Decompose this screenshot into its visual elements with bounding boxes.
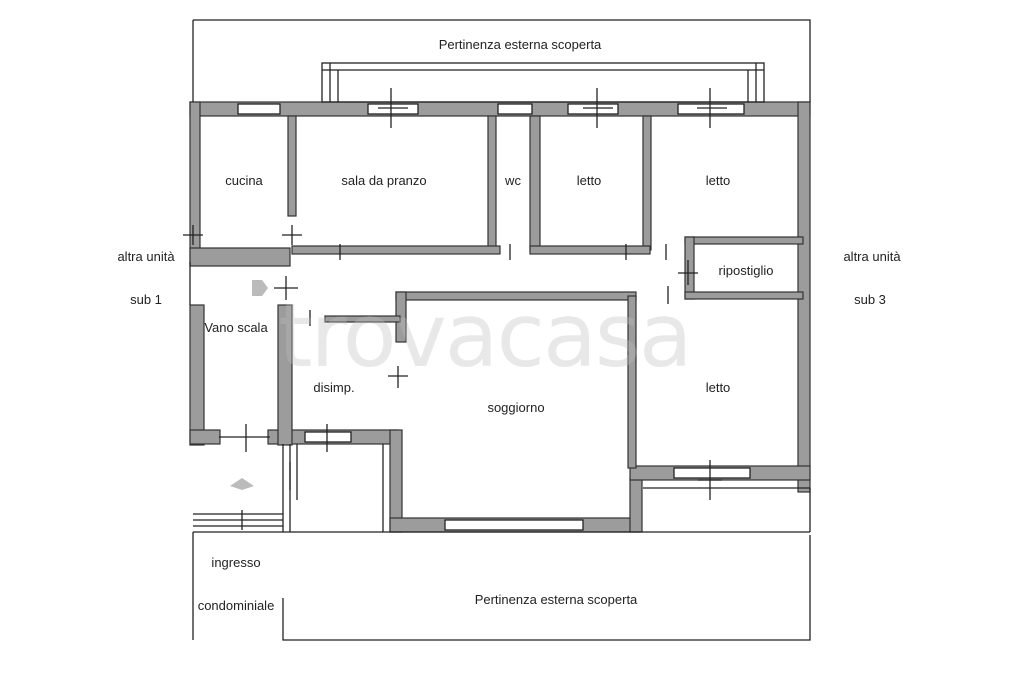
- room-soggiorno: soggiorno: [487, 400, 545, 415]
- entrance-label-1: ingresso: [211, 555, 261, 570]
- room-disimpegno: disimp.: [313, 380, 355, 395]
- room-letto-1: letto: [576, 173, 602, 188]
- room-sala-da-pranzo: sala da pranzo: [341, 173, 427, 188]
- left-unit-label: altra unità: [117, 249, 175, 264]
- right-sub-label: sub 3: [854, 292, 886, 307]
- room-ripostiglio: ripostiglio: [718, 263, 774, 278]
- room-letto-3: letto: [705, 380, 731, 395]
- room-wc: wc: [505, 173, 521, 188]
- entrance-label-2: condominiale: [197, 598, 275, 613]
- bottom-area-label: Pertinenza esterna scoperta: [474, 592, 638, 607]
- plan-lines: [183, 19, 811, 641]
- room-vano-scala: Vano scala: [204, 320, 268, 335]
- right-unit-label: altra unità: [843, 249, 901, 264]
- left-sub-label: sub 1: [130, 292, 162, 307]
- direction-arrows: [230, 280, 268, 490]
- top-area-label: Pertinenza esterna scoperta: [438, 37, 602, 52]
- room-cucina: cucina: [225, 173, 263, 188]
- room-letto-2: letto: [705, 173, 731, 188]
